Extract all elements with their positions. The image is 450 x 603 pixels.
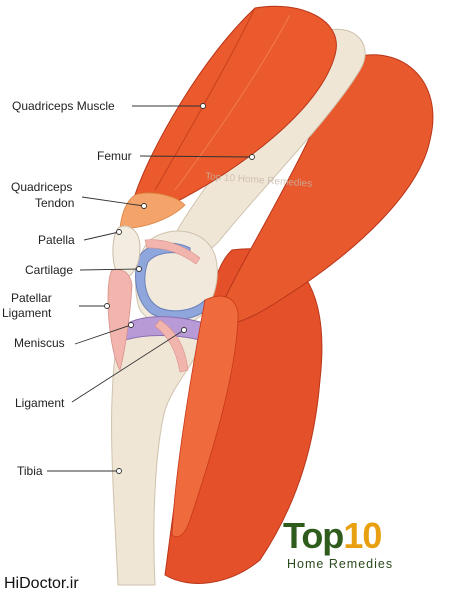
label-quadriceps-muscle: Quadriceps Muscle [12,99,115,113]
logo-word-10: 10 [343,515,382,556]
site-watermark: HiDoctor.ir [4,575,79,592]
shin-muscle [171,295,239,538]
label-ligament: Ligament [15,396,65,410]
top10-logo: Top10 Home Remedies [283,517,423,573]
label-quadriceps-tendon-line2: Tendon [35,196,75,210]
quadriceps-tendon [119,192,186,229]
logo-wordmark: Top10 [283,515,382,556]
label-quadriceps-tendon-line1: Quadriceps [11,180,73,194]
label-patellar-ligament-line1: Patellar [11,291,52,305]
label-patellar-ligament-line2: Ligament [2,306,52,320]
patella-bone [112,225,141,279]
leader-lines [47,103,255,474]
label-meniscus: Meniscus [14,336,65,350]
hamstring-muscle [214,54,434,325]
logo-subtitle: Home Remedies [287,557,394,571]
label-cartilage: Cartilage [25,263,74,277]
label-patella: Patella [38,233,75,247]
logo-word-top: Top [283,515,344,556]
patellar-ligament-shape [107,269,133,372]
label-femur: Femur [97,149,132,163]
ligament-band-2 [154,319,189,373]
ligament-band-1 [144,239,201,265]
label-tibia: Tibia [17,464,43,478]
quadriceps-muscle [133,5,337,211]
